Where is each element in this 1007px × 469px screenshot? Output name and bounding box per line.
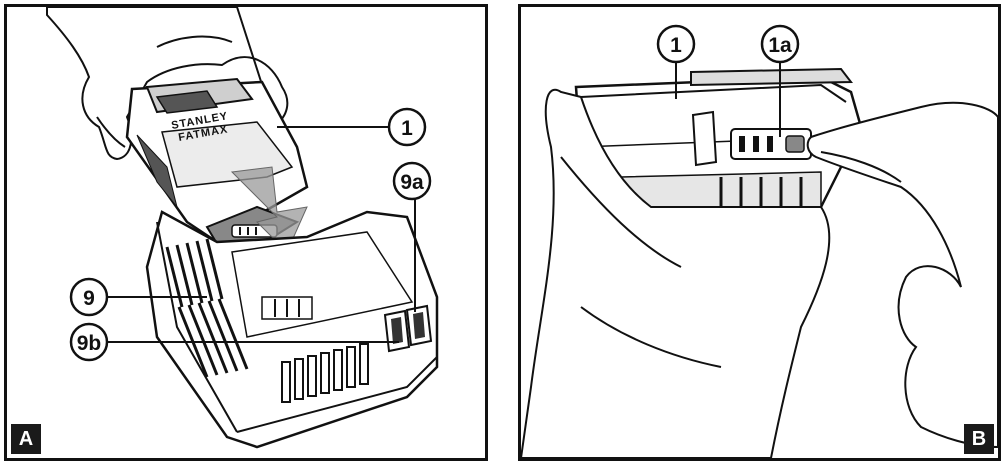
battery-side	[574, 67, 863, 209]
hand-left-icon	[521, 89, 831, 458]
leader-lines	[105, 126, 416, 343]
svg-text:9: 9	[83, 287, 95, 310]
svg-text:1: 1	[670, 34, 682, 57]
hand-right-icon	[806, 101, 998, 449]
svg-text:9b: 9b	[77, 332, 102, 355]
callout-9: 9	[69, 277, 109, 317]
callout-1a: 1a	[760, 24, 800, 64]
panel-label-a: A	[11, 424, 41, 454]
insert-arrow	[230, 166, 308, 253]
charger-base	[145, 210, 439, 449]
callout-1: 1	[656, 24, 696, 64]
panel-a: STANLEY FATMAX	[4, 4, 488, 461]
svg-text:9a: 9a	[400, 171, 424, 194]
svg-text:1: 1	[401, 117, 413, 140]
callout-9a: 9a	[392, 161, 432, 201]
callout-9b: 9b	[69, 322, 109, 362]
svg-text:1a: 1a	[768, 34, 792, 57]
battery-release-illustration: 1 1a	[521, 24, 998, 458]
leader-lines	[675, 63, 781, 137]
panel-b: 1 1a B	[518, 4, 1001, 461]
callout-1: 1	[387, 107, 427, 147]
panel-label-b: B	[964, 424, 994, 454]
charger-battery-illustration: STANLEY FATMAX	[46, 7, 439, 449]
